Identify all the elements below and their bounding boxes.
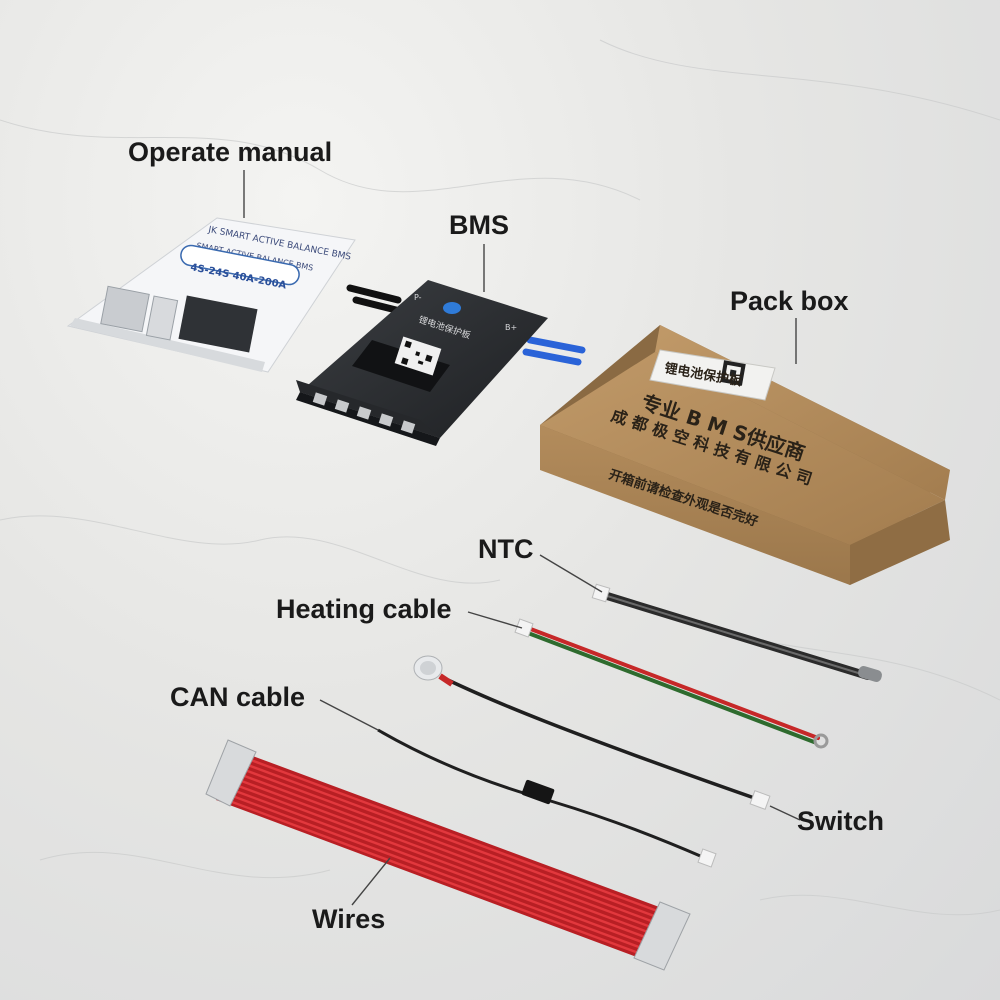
manual-booklet: JK SMART ACTIVE BALANCE BMS SMART ACTIVE… <box>66 217 356 373</box>
leader-lines <box>243 170 801 906</box>
leader-heating <box>467 611 523 629</box>
label-operate-manual: Operate manual <box>128 137 333 167</box>
label-pack-box: Pack box <box>730 286 849 316</box>
label-can-cable: CAN cable <box>170 682 306 712</box>
wires-ribbon <box>205 739 691 971</box>
switch-cable <box>413 655 771 810</box>
bms-terminal-neg: P- <box>414 293 422 302</box>
label-bms: BMS <box>449 210 509 240</box>
label-heating-cable: Heating cable <box>276 594 452 624</box>
leader-ntc <box>539 554 603 593</box>
leader-switch <box>769 805 801 821</box>
label-wires: Wires <box>312 904 386 934</box>
bms-terminal-pos: B+ <box>505 323 517 332</box>
heating-cable <box>514 618 829 749</box>
leader-wires <box>351 857 391 906</box>
label-ntc: NTC <box>478 534 534 564</box>
label-switch: Switch <box>797 806 885 836</box>
pack-box: 锂电池保护板 专业 B M S供应商 成 都 极 空 科 技 有 限 公 司 开… <box>540 325 950 585</box>
bms-device: 锂电池保护板 P- B+ <box>296 280 586 446</box>
can-cable <box>377 728 717 868</box>
leader-can <box>319 699 379 731</box>
